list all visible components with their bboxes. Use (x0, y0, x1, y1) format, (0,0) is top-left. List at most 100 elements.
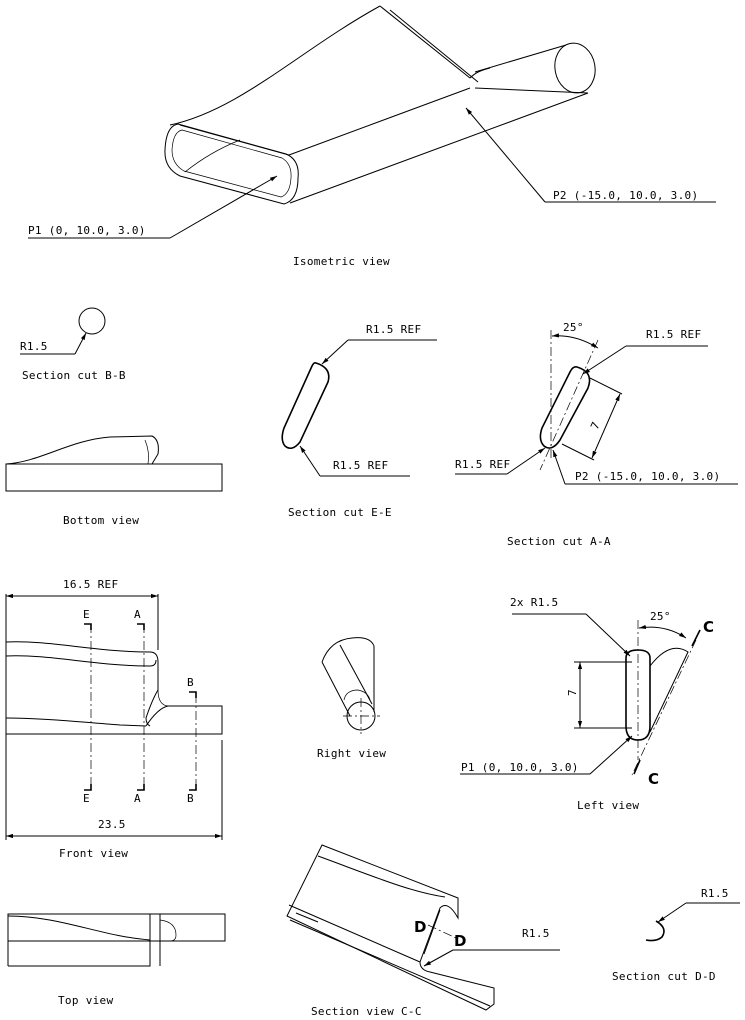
section-ee-bottom-leader (299, 445, 321, 477)
right-view (321, 637, 380, 734)
cut-a-top-label: A (134, 608, 141, 621)
left-view-angled-cl (631, 639, 697, 776)
section-cc-view (286, 844, 560, 1011)
section-aa-ext-1 (589, 377, 623, 395)
top-view (7, 913, 226, 967)
section-ee-view (281, 339, 437, 477)
section-aa-title: Section cut A-A (507, 535, 611, 548)
cut-a-bot-mark (137, 784, 145, 791)
section-aa-p2-leader (552, 449, 566, 485)
left-view-dim-label: 7 (566, 689, 579, 696)
front-view-fillet (157, 689, 169, 707)
section-bb-circle (78, 307, 106, 335)
iso-bottom-edge (289, 92, 589, 204)
section-dd-leader (657, 902, 687, 923)
front-view-tube (6, 705, 223, 735)
p2-leader (465, 107, 546, 203)
tube-bottom-edge (474, 87, 589, 94)
section-aa-dim-7 (591, 393, 621, 459)
iso-side-edge (288, 87, 471, 156)
top-view-title: Top view (58, 994, 113, 1007)
section-dd-title: Section cut D-D (612, 970, 716, 983)
tube-end-ellipse (554, 42, 596, 94)
p1-leader (169, 175, 278, 239)
top-view-fillet (159, 919, 177, 942)
section-aa-top-leader (582, 345, 627, 375)
left-view-cut-c-bot-mark (633, 759, 641, 775)
left-view-cut-c-top-mark (691, 629, 701, 647)
front-view-lower-curve (5, 717, 147, 727)
section-cc-outline (286, 844, 495, 1011)
section-bb-title: Section cut B-B (22, 369, 126, 382)
cut-b-bot-label: B (187, 792, 194, 805)
section-cc-cut-face (423, 909, 441, 955)
left-view-angled-slot (649, 647, 689, 733)
section-aa-p2: P2 (-15.0, 10.0, 3.0) (575, 470, 720, 483)
right-view-title: Right view (317, 747, 386, 760)
bottom-view (5, 435, 223, 492)
front-view-title: Front view (59, 847, 128, 860)
bottom-view-fillet (144, 439, 149, 465)
section-cc-cut-d-left: D (414, 918, 426, 936)
section-aa-angled-cl (539, 339, 599, 471)
iso-slot-inner (171, 129, 292, 198)
section-dd-radius: R1.5 (701, 887, 729, 900)
section-aa-r-left: R1.5 REF (455, 458, 510, 471)
iso-top-curve (169, 5, 381, 126)
bottom-view-plate (5, 463, 223, 492)
left-view-p1: P1 (0, 10.0, 3.0) (461, 761, 579, 774)
section-cc-r-leader (423, 949, 454, 967)
cut-e-bot-label: E (83, 792, 90, 805)
section-ee-top-leader (321, 339, 349, 365)
section-aa-slot (539, 366, 591, 449)
cut-e-top-label: E (83, 608, 90, 621)
cut-b-top-label: B (187, 676, 194, 689)
cut-e-bot-mark (84, 784, 92, 791)
left-view-cut-c-top: C (703, 618, 714, 636)
section-aa-r-top: R1.5 REF (646, 328, 701, 341)
right-view-left-edge (321, 661, 351, 717)
front-view-dim-bottom: 23.5 (98, 818, 126, 831)
section-cc-title: Section view C-C (311, 1005, 422, 1018)
iso-p1-label: P1 (0, 10.0, 3.0) (28, 224, 146, 237)
section-bb-leader (74, 332, 87, 355)
front-view-upper-curve (5, 641, 159, 727)
section-cc-inner-curve (317, 855, 446, 898)
section-cc-cut-d-line (427, 924, 457, 939)
bottom-view-title: Bottom view (63, 514, 139, 527)
section-cc-lower-line (288, 904, 421, 963)
right-view-outer-top (321, 637, 375, 712)
top-view-curve (7, 915, 151, 941)
isometric-view (28, 5, 716, 239)
section-cc-cut-d-right: D (454, 932, 466, 950)
section-aa-ext-2 (561, 443, 595, 461)
cut-a-bot-label: A (134, 792, 141, 805)
top-view-lower (8, 914, 151, 967)
section-dd-arc (645, 920, 665, 942)
cut-b-bot-mark (189, 784, 197, 791)
left-view-angle-arc (638, 624, 687, 639)
section-cc-tick (295, 912, 319, 923)
iso-ridge-2 (389, 9, 479, 83)
cut-a-top-mark (137, 623, 145, 630)
left-view-radius-leader (585, 613, 631, 657)
front-view-dim-top: 16.5 REF (63, 578, 118, 591)
section-ee-r-top: R1.5 REF (366, 323, 421, 336)
section-aa-view (455, 330, 738, 485)
section-bb-view (20, 307, 106, 355)
front-view (5, 593, 223, 840)
section-ee-slot (281, 362, 330, 450)
section-aa-dim-label: 7 (588, 420, 603, 432)
section-bb-radius: R1.5 (20, 340, 48, 353)
left-view-title: Left view (577, 799, 639, 812)
section-ee-title: Section cut E-E (288, 506, 392, 519)
front-view-upper-curve-2 (5, 655, 157, 667)
section-aa-angle: 25° (563, 321, 584, 334)
left-view-p1-leader (589, 735, 633, 775)
top-view-plate (7, 913, 226, 942)
section-cc-bottom-line (289, 919, 491, 1007)
section-dd-view (645, 902, 740, 942)
section-ee-r-bottom: R1.5 REF (333, 459, 388, 472)
iso-ridge (379, 5, 471, 79)
left-view-radius: 2x R1.5 (510, 596, 558, 609)
